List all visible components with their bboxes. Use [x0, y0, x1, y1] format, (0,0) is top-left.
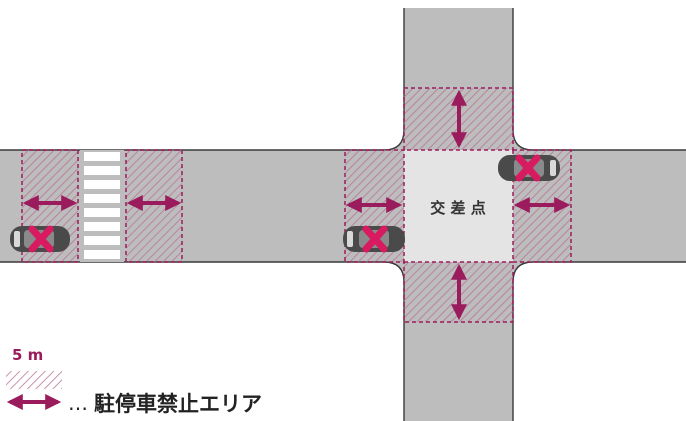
corner-bottom-right [513, 262, 533, 282]
legend-description: 駐停車禁止エリア [94, 392, 262, 416]
intersection-label: 交 差 点 [430, 199, 485, 217]
intersection-area [404, 150, 513, 262]
car-east [498, 154, 560, 182]
car-west [343, 225, 405, 253]
car-left [10, 225, 70, 253]
zone-crosswalk-right [125, 149, 183, 263]
no-parking-cross-icon [362, 225, 388, 253]
no-parking-cross-icon [515, 154, 541, 182]
legend-ellipsis: … [68, 391, 88, 415]
distance-arrows [22, 89, 571, 321]
corner-top-right [513, 130, 533, 150]
legend: 5 m … 駐停車禁止エリア [6, 346, 262, 416]
no-parking-cross-icon [28, 225, 54, 253]
corner-top-left [384, 130, 404, 150]
crosswalk [80, 150, 124, 262]
corner-bottom-left [384, 262, 404, 282]
legend-distance-label: 5 m [12, 346, 43, 364]
legend-hatch-swatch [6, 371, 62, 389]
